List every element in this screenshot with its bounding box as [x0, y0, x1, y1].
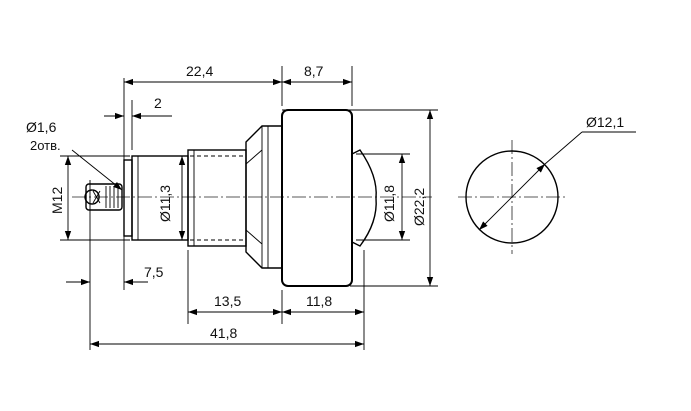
side-view: [72, 109, 432, 287]
dim-nut-diameter: Ø22,2: [411, 188, 427, 226]
cap: [281, 109, 377, 287]
dim-hex-length: 13,5: [214, 293, 241, 309]
dim-terminal-length: 7,5: [144, 264, 164, 280]
dim-overall-length: 41,8: [210, 325, 237, 341]
dim-thread-diameter: Ø11,3: [157, 185, 173, 222]
terminal-barrel: [123, 155, 189, 241]
dim-cap-diameter: Ø11,8: [381, 185, 397, 222]
dim-nut-width: 8,7: [304, 63, 324, 79]
end-view: [458, 131, 636, 254]
dim-hole-count: 2отв.: [30, 138, 61, 153]
end-view-circle: [465, 150, 559, 244]
dim-pin-offset: 2: [154, 95, 162, 111]
dim-cap-length: 11,8: [306, 293, 332, 309]
dim-end-view-diameter: Ø12,1: [586, 114, 624, 130]
terminal-screw: [84, 183, 123, 211]
dimension-lines: [60, 66, 438, 350]
dim-thread: M12: [49, 187, 65, 214]
dim-hole-diameter: Ø1,6: [26, 119, 57, 135]
threaded-body: [187, 149, 247, 247]
dim-body-length: 22,4: [186, 63, 213, 79]
